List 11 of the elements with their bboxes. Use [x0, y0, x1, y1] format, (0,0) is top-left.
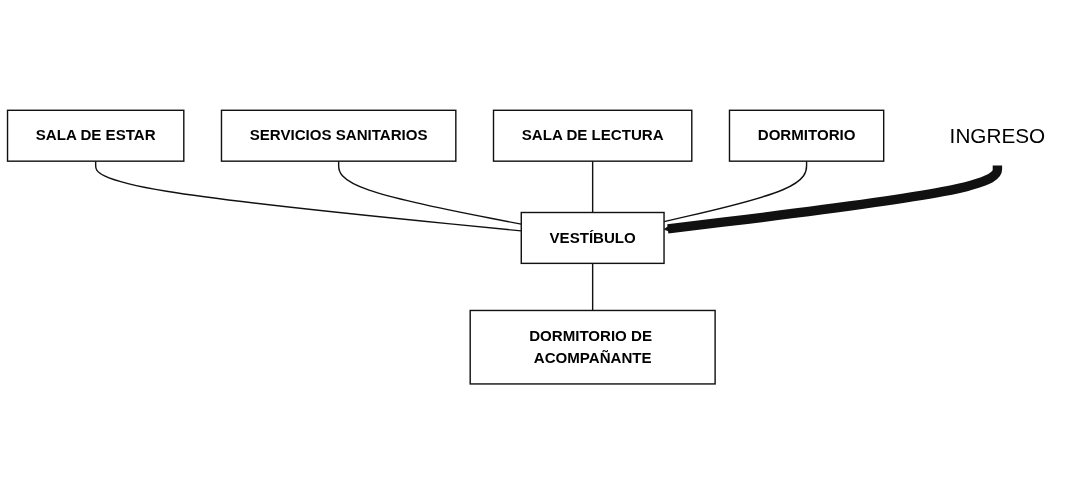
connector: [591, 262, 594, 312]
node-box: DORMITORIO: [728, 109, 885, 162]
connector: [591, 160, 594, 214]
node-box: SALA DE LECTURA: [492, 109, 693, 162]
node-box: SERVICIOS SANITARIOS: [220, 109, 457, 162]
connector: [337, 160, 522, 225]
node-box: SALA DE ESTAR: [6, 109, 185, 162]
connector: [94, 160, 522, 232]
node-text: INGRESO: [949, 123, 1046, 148]
node-box: VESTÍBULO: [520, 211, 665, 265]
node-box: DORMITORIO DE ACOMPAÑANTE: [469, 309, 716, 385]
